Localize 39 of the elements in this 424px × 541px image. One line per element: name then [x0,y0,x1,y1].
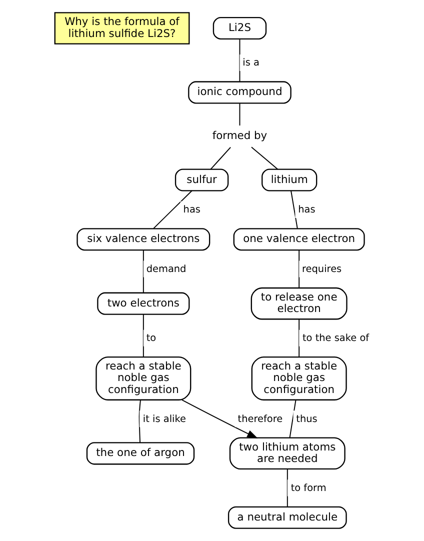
edge-label: has [298,204,315,216]
node-text: formed by [212,128,267,142]
node-box: two electrons [96,292,190,315]
connector [238,103,240,126]
connector [210,146,231,170]
arrow [181,399,258,438]
node-box: Li2S [212,16,266,40]
connector [290,190,298,229]
edge-label: is a [242,58,259,69]
node-box: one valence electron [232,228,364,251]
edge-label: therefore [237,414,282,425]
node-box: lithium [261,168,317,192]
node-box: reach a stable noble gas configuration [250,356,346,400]
connector [298,250,300,288]
node-box: reach a stable noble gas configuration [95,356,191,400]
node-box: ionic compound [188,81,291,104]
node-box: a neutral molecule [227,506,346,529]
node-box: two lithium atoms are needed [228,437,345,470]
edge-label: to form [290,482,326,494]
edge-label: to [146,333,156,344]
connector [286,468,288,508]
connector [250,146,278,170]
edge-label: requires [302,264,342,275]
edge-label: it is alike [142,414,186,425]
node-box: to release one electron [250,287,347,320]
edge-label: has [182,204,200,216]
connector [142,250,144,294]
edge-label: to the sake of [302,333,369,344]
node-box: Why is the formula of lithium sulfide Li2S? [54,12,190,44]
node-box: the one of argon [86,442,194,465]
node-box: sulfur [174,168,228,192]
edge-label: thus [296,414,317,425]
connector [152,190,192,229]
connector [138,400,140,444]
connector [142,314,144,358]
connector [288,400,296,438]
connector [298,318,300,358]
edge-label: demand [146,264,186,275]
node-box: six valence electrons [76,228,210,251]
